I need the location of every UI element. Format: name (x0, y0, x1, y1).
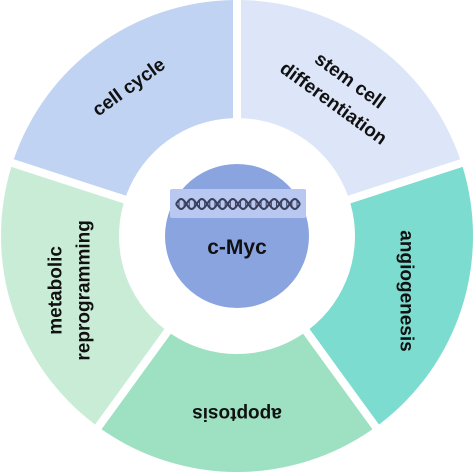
segment-label-apoptosis: apoptosis (192, 403, 282, 424)
segment-label-metabolic-reprogramming: metabolic reprogramming (46, 220, 95, 360)
segment-label-line: angiogenesis (395, 230, 416, 351)
segment-stem-cell-differentiation (240, 0, 461, 196)
dna-strand-b (175, 197, 301, 211)
segment-label-angiogenesis: angiogenesis (395, 230, 416, 351)
segment-cell-cycle (13, 0, 234, 196)
dna-helix-icon (175, 197, 301, 211)
segment-metabolic-reprogramming (1, 166, 165, 425)
segment-angiogenesis (309, 166, 473, 425)
segment-label-line: metabolic (46, 246, 67, 335)
segment-apoptosis (101, 333, 373, 472)
segment-label-line: reprogramming (74, 220, 95, 360)
segment-label-line: apoptosis (192, 403, 282, 424)
center-label: c-Myc (207, 236, 267, 259)
